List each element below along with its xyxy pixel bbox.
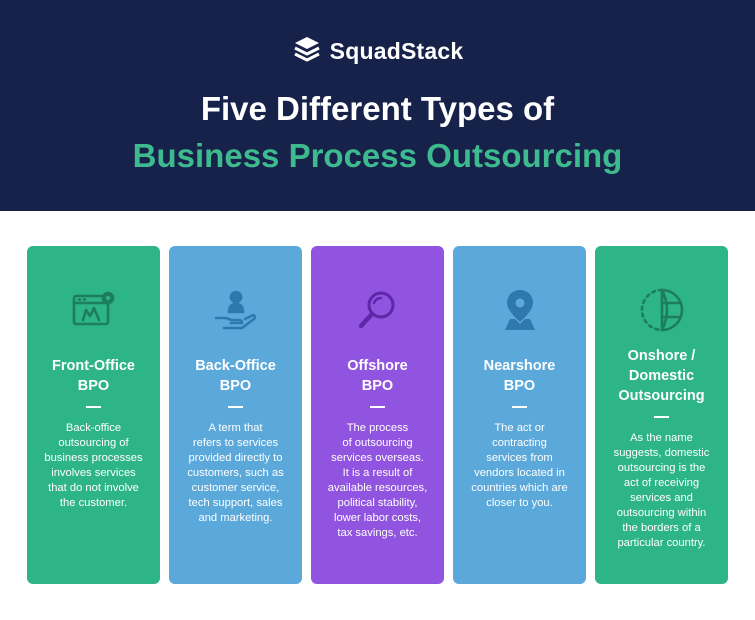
card-nearshore-bpo: Nearshore BPO The act or contracting ser… [453, 246, 586, 584]
card-title-line: Onshore / [627, 348, 696, 364]
card-desc-line: involves services [51, 467, 136, 479]
card-desc-line: that do not involve [48, 482, 139, 494]
map-pin-icon [453, 286, 586, 334]
card-title-line: Back-Office [195, 358, 276, 374]
page-title-line-1: Five Different Types of [200, 90, 555, 127]
globe-icon [595, 286, 728, 334]
card-desc-line: the borders of a [622, 522, 701, 534]
brand: SquadStack [0, 34, 755, 69]
card-desc-line: tax savings, etc. [337, 527, 418, 539]
divider [654, 416, 669, 418]
divider [86, 406, 101, 408]
card-desc-line: A term that [208, 422, 263, 434]
divider [512, 406, 527, 408]
divider [228, 406, 243, 408]
card-desc-line: services and [630, 492, 693, 504]
header-banner: SquadStack Five Different Types of Busin… [0, 0, 755, 211]
card-title-line: BPO [219, 378, 252, 394]
card-back-office-bpo: Back-Office BPO A term that refers to se… [169, 246, 302, 584]
card-desc-line: act of receiving [623, 477, 700, 489]
hand-person-icon [169, 286, 302, 334]
card-desc-line: services from [486, 452, 553, 464]
card-title-line: Outsourcing [618, 388, 705, 404]
divider [370, 406, 385, 408]
card-desc-line: contracting [492, 437, 547, 449]
card-desc-line: As the name [630, 432, 693, 444]
magnifier-icon [311, 286, 444, 334]
card-title-line: Domestic [628, 368, 695, 384]
card-desc-line: customer service, [191, 482, 280, 494]
card-offshore-bpo: Offshore BPO The process of outsourcing … [311, 246, 444, 584]
page-title-line-2: Business Process Outsourcing [132, 137, 623, 174]
card-desc-line: refers to services [192, 437, 279, 449]
card-title-line: Offshore [347, 358, 408, 374]
card-desc-line: customers, such as [187, 467, 284, 479]
card-onshore-domestic-outsourcing: Onshore / Domestic Outsourcing As the na… [595, 246, 728, 584]
card-desc-line: Back-office [65, 422, 122, 434]
card-title-line: Front-Office [52, 358, 135, 374]
card-desc-line: business processes [44, 452, 143, 464]
card-front-office-bpo: Front-Office BPO Back-office outsourcing… [27, 246, 160, 584]
card-desc-line: particular country. [617, 537, 706, 549]
card-title-line: BPO [77, 378, 110, 394]
browser-gear-icon [27, 286, 160, 334]
card-desc-line: lower labor costs, [333, 512, 422, 524]
card-desc-line: services overseas. [331, 452, 424, 464]
card-title-line: BPO [503, 378, 536, 394]
card-title-line: Nearshore [483, 358, 556, 374]
card-desc-line: tech support, sales [188, 497, 283, 509]
brand-name: SquadStack [329, 38, 464, 64]
card-desc-line: The process [346, 422, 409, 434]
card-desc-line: the customer. [59, 497, 128, 509]
card-title-line: BPO [361, 378, 394, 394]
card-desc-line: outsourcing is the [617, 462, 706, 474]
card-desc-line: outsourcing of [58, 437, 129, 449]
card-desc-line: closer to you. [486, 497, 553, 509]
card-desc-line: of outsourcing [342, 437, 413, 449]
card-desc-line: available resources, [327, 482, 428, 494]
squadstack-logo-icon [292, 34, 322, 69]
card-desc-line: political stability, [337, 497, 418, 509]
card-desc-line: provided directly to [188, 452, 283, 464]
card-desc-line: and marketing. [198, 512, 273, 524]
card-desc-line: The act or [494, 422, 545, 434]
card-desc-line: It is a result of [342, 467, 413, 479]
card-desc-line: countries which are [471, 482, 568, 494]
card-desc-line: vendors located in [474, 467, 565, 479]
card-desc-line: outsourcing within [616, 507, 707, 519]
card-desc-line: suggests, domestic [613, 447, 710, 459]
